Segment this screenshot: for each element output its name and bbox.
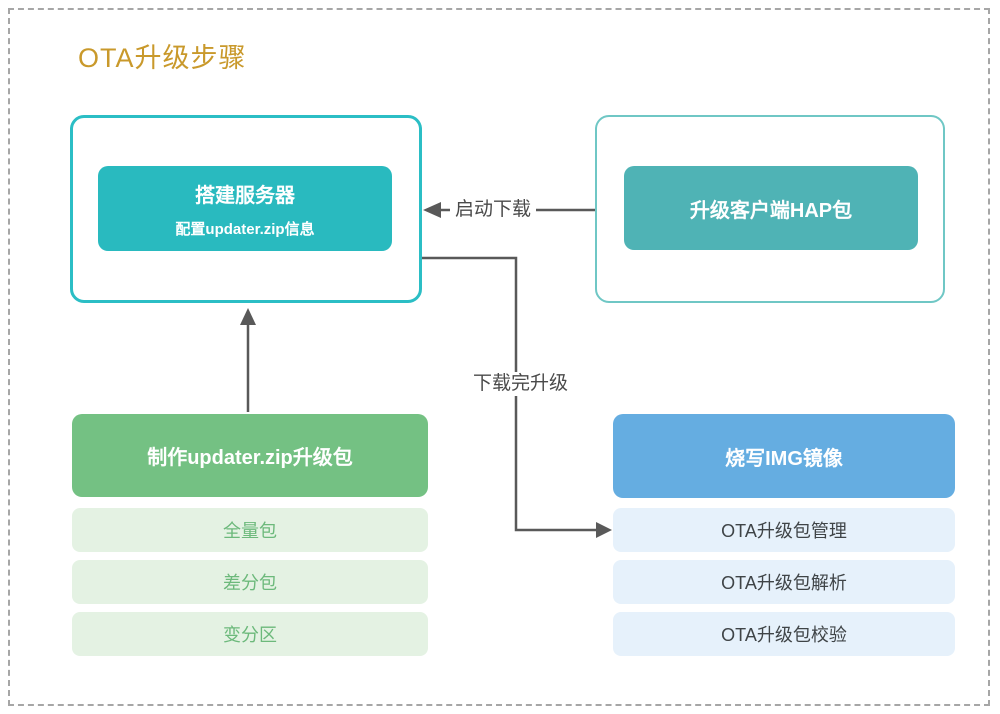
node-setup-server: 搭建服务器 配置updater.zip信息 [98, 166, 392, 251]
node-flash-img-image-label: 烧写IMG镜像 [725, 447, 843, 470]
node-make-update-package-label: 制作updater.zip升级包 [147, 447, 353, 469]
node-diff-package: 差分包 [72, 560, 428, 604]
node-upgrade-client: 升级客户端HAP包 [624, 166, 918, 250]
node-upgrade-client-title: 升级客户端HAP包 [689, 199, 853, 222]
node-setup-server-title: 搭建服务器 [195, 184, 295, 207]
node-flash-img-image: 烧写IMG镜像 [613, 414, 955, 498]
dashed-border-frame [8, 8, 990, 706]
edge-label-after-download: 下载完升级 [468, 372, 574, 396]
node-setup-server-subtitle: 配置updater.zip信息 [175, 220, 315, 238]
node-ota-package-verify: OTA升级包校验 [613, 612, 955, 656]
page-title: OTA升级步骤 [78, 43, 247, 73]
node-ota-package-parse: OTA升级包解析 [613, 560, 955, 604]
edge-label-start-download: 启动下载 [450, 198, 537, 222]
node-full-package: 全量包 [72, 508, 428, 552]
node-make-update-package: 制作updater.zip升级包 [72, 414, 428, 497]
node-ota-package-manage: OTA升级包管理 [613, 508, 955, 552]
node-change-partition: 变分区 [72, 612, 428, 656]
